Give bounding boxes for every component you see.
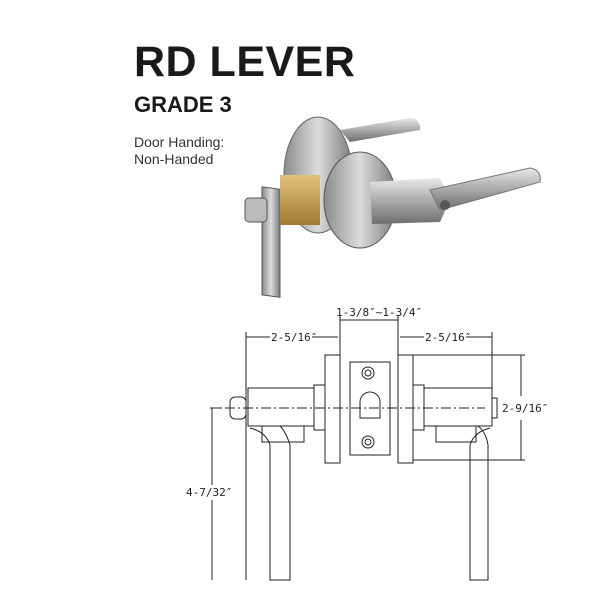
- product-grade: GRADE 3: [134, 92, 232, 117]
- lock-outline: [225, 354, 498, 581]
- right-lever-dimension: 2-5/16″: [425, 331, 471, 344]
- dimension-lines: [210, 315, 525, 580]
- left-lever-dimension: 2-5/16″: [271, 331, 317, 344]
- backset-dimension: 1-3/8″~1-3/4″: [336, 306, 422, 319]
- rose-dimension: 2-9/16″: [502, 402, 548, 415]
- handing-label: Door Handing:: [134, 134, 225, 150]
- handing-value: Non-Handed: [134, 151, 214, 167]
- drop-dimension: 4-7/32″: [186, 486, 232, 499]
- product-title: RD LEVER: [134, 38, 356, 86]
- door-handing: Door Handing: Non-Handed: [134, 134, 224, 168]
